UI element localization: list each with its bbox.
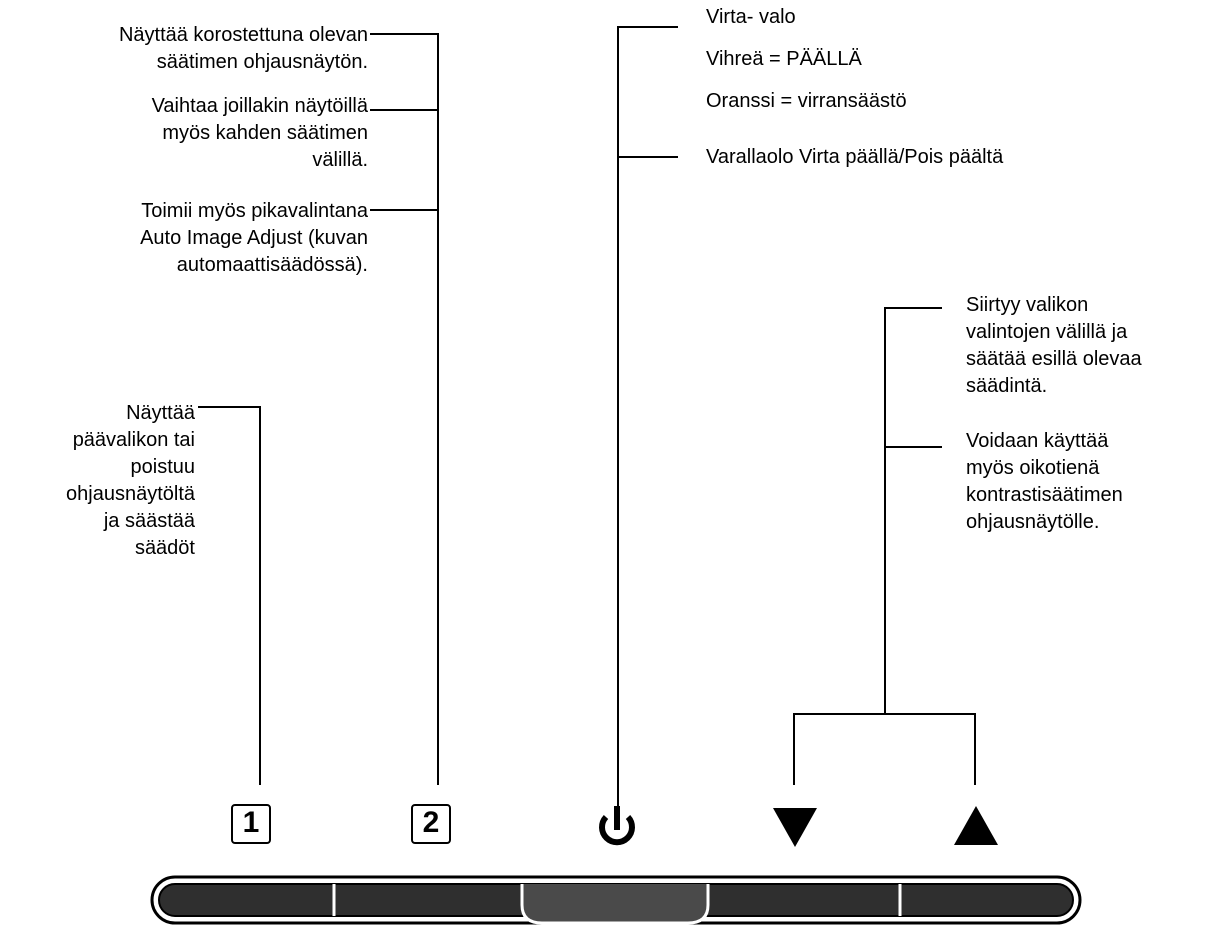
button-2-icon[interactable]: 2: [411, 804, 451, 844]
leader-line: [618, 26, 678, 28]
button2-connector: [437, 33, 439, 785]
up-arrow-connector: [974, 713, 976, 785]
power-icon[interactable]: [594, 804, 640, 848]
leader-line: [885, 307, 942, 309]
arrows-bracket: [793, 713, 975, 715]
button2-note-show-control: Näyttää korostettuna olevan säätimen ohj…: [118, 24, 368, 73]
power-orange-note: Oranssi = virransäästö: [706, 90, 907, 112]
button-strip: [150, 875, 1082, 925]
arrow-navigate-note: Siirtyy valikon valintojen välillä ja sä…: [966, 294, 1142, 397]
power-standby-note: Varallaolo Virta päällä/Pois päältä: [706, 146, 1004, 168]
leader-line: [618, 156, 678, 158]
button2-note-auto-adjust: Toimii myös pikavalintana Auto Image Adj…: [140, 200, 368, 276]
button1-note: Näyttää päävalikon tai poistuu ohjausnäy…: [66, 402, 195, 559]
leader-line: [370, 209, 438, 211]
button-1-icon[interactable]: 1: [231, 804, 271, 844]
leader-line: [370, 33, 438, 35]
leader-line: [885, 446, 942, 448]
power-green-note: Vihreä = PÄÄLLÄ: [706, 48, 862, 70]
power-light-note: Virta- valo: [706, 6, 796, 28]
up-arrow-icon[interactable]: [954, 806, 998, 846]
arrows-connector: [884, 307, 886, 713]
down-arrow-connector: [793, 713, 795, 785]
leader-line: [370, 109, 438, 111]
down-arrow-icon[interactable]: [773, 808, 817, 848]
leader-line: [198, 406, 260, 408]
button2-note-toggle: Vaihtaa joillakin näytöillä myös kahden …: [151, 95, 368, 171]
button1-connector: [259, 406, 261, 785]
power-connector: [617, 26, 619, 810]
arrow-shortcut-note: Voidaan käyttää myös oikotienä kontrasti…: [966, 430, 1123, 533]
